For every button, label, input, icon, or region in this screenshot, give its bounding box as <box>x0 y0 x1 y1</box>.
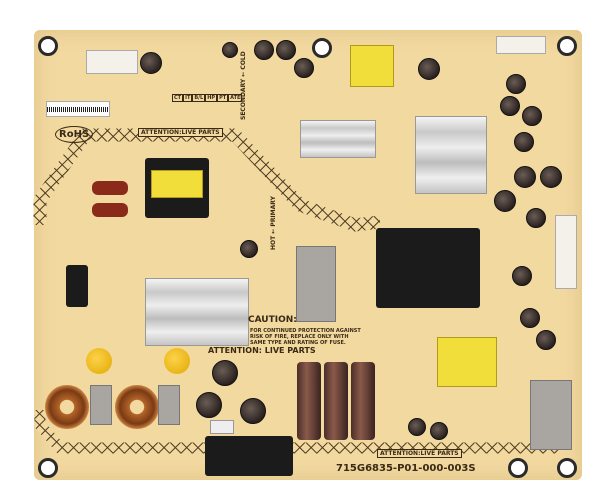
capacitor <box>540 166 562 188</box>
output-connector[interactable] <box>555 215 577 289</box>
main-transformer <box>376 228 480 308</box>
mounting-hole <box>508 458 528 478</box>
transformer <box>437 337 497 387</box>
heatsink <box>145 278 249 346</box>
caution-title: CAUTION: <box>248 315 297 325</box>
part-number: 715G6835-P01-000-003S <box>336 463 476 474</box>
toroid-inductor <box>115 385 159 429</box>
capacitor <box>494 190 516 212</box>
caution-line: RISK OF FIRE, REPLACE ONLY WITH <box>250 334 349 340</box>
heatsink <box>415 116 487 194</box>
capacitor <box>294 58 314 78</box>
caution-line: SAME TYPE AND RATING OF FUSE. <box>250 340 346 346</box>
attention-label-bottom: ATTENTION:LIVE PARTS <box>377 449 462 458</box>
test-point-labels: CT IT B/L HP PT ATE <box>172 94 243 102</box>
choke <box>158 385 180 425</box>
fuse <box>210 420 234 434</box>
test-point-label: PT <box>217 94 229 102</box>
secondary-cold-label: SECONDARY ← COLD <box>240 51 247 120</box>
test-point-label: B/L <box>192 94 206 102</box>
x-capacitor <box>92 203 128 217</box>
mounting-hole <box>557 458 577 478</box>
mounting-hole <box>38 458 58 478</box>
isolation-band-lower <box>34 410 560 454</box>
x-capacitor <box>92 181 128 195</box>
capacitor <box>212 360 238 386</box>
capacitor <box>500 96 520 116</box>
mounting-hole <box>38 36 58 56</box>
connector[interactable] <box>496 36 546 54</box>
test-point-label: HP <box>205 94 218 102</box>
capacitor <box>140 52 162 74</box>
capacitor <box>240 398 266 424</box>
heatsink <box>300 120 376 158</box>
caution-line: FOR CONTINUED PROTECTION AGAINST <box>250 328 361 334</box>
capacitor <box>254 40 274 60</box>
y-capacitor <box>164 348 190 374</box>
capacitor <box>506 74 526 94</box>
ac-input-connector[interactable] <box>205 436 293 476</box>
capacitor <box>520 308 540 328</box>
heatsink <box>530 380 572 450</box>
barcode-sticker <box>46 101 110 117</box>
hot-primary-label: HOT ← PRIMARY <box>270 196 277 250</box>
capacitor <box>526 208 546 228</box>
relay <box>66 265 88 307</box>
heatsink <box>296 246 336 322</box>
y-capacitor <box>86 348 112 374</box>
rohs-mark: RoHS <box>55 126 94 143</box>
toroid-inductor <box>45 385 89 429</box>
standby-transformer <box>145 158 209 218</box>
live-parts-warning: ATTENTION: LIVE PARTS <box>208 346 316 355</box>
capacitor <box>222 42 238 58</box>
capacitor <box>408 418 426 436</box>
capacitor <box>522 106 542 126</box>
capacitor <box>514 132 534 152</box>
test-point-label: CT <box>172 94 184 102</box>
test-point-label: ATE <box>228 94 243 102</box>
capacitor <box>512 266 532 286</box>
caution-text: FOR CONTINUED PROTECTION AGAINST RISK OF… <box>250 328 361 346</box>
choke <box>90 385 112 425</box>
isolation-band-upper <box>33 128 381 232</box>
connector[interactable] <box>86 50 138 74</box>
capacitor <box>418 58 440 80</box>
bulk-capacitor <box>351 362 375 440</box>
capacitor <box>196 392 222 418</box>
capacitor <box>276 40 296 60</box>
capacitor <box>536 330 556 350</box>
capacitor <box>240 240 258 258</box>
attention-label: ATTENTION:LIVE PARTS <box>138 128 223 137</box>
test-point-label: IT <box>183 94 193 102</box>
mounting-hole <box>312 38 332 58</box>
bulk-capacitor <box>324 362 348 440</box>
capacitor <box>430 422 448 440</box>
capacitor <box>514 166 536 188</box>
transformer <box>350 45 394 87</box>
bulk-capacitor <box>297 362 321 440</box>
mounting-hole <box>557 36 577 56</box>
